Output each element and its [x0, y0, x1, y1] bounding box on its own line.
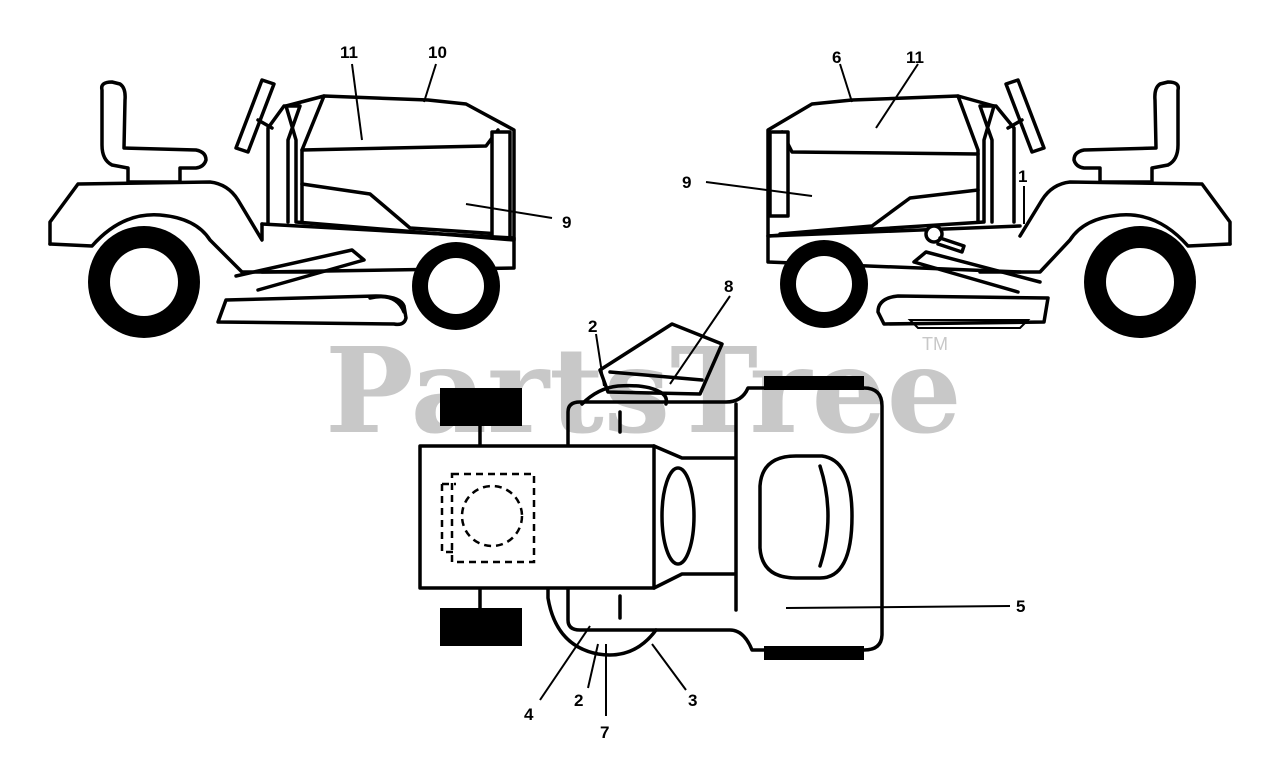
- left-side-view: [48, 78, 516, 338]
- top-seat-area: [418, 444, 656, 590]
- right-grille: [768, 130, 790, 218]
- callout-2-top: 2: [588, 317, 597, 336]
- left-steering-wheel: [234, 78, 276, 154]
- callout-1: 1: [1018, 167, 1027, 186]
- top-body-outline: [566, 386, 884, 652]
- top-view: [418, 322, 884, 660]
- left-hood: [284, 94, 516, 242]
- right-fender-lower: [978, 213, 1232, 274]
- callout-8: 8: [724, 277, 733, 296]
- callout-7: 7: [600, 723, 609, 742]
- callout-6: 6: [832, 48, 841, 67]
- callout-5: 5: [1016, 597, 1025, 616]
- top-front-tire-bottom: [764, 646, 864, 660]
- left-grille: [490, 130, 512, 240]
- callout-9-left: 9: [562, 213, 571, 232]
- right-rear-fender: [1018, 180, 1232, 246]
- right-seat: [1072, 80, 1181, 184]
- right-key-lever: [924, 224, 944, 244]
- right-frame: [766, 224, 1022, 274]
- right-mower-deck: [876, 294, 1050, 326]
- callout-3: 3: [688, 691, 697, 710]
- top-deck-outline: [546, 586, 658, 657]
- callout-4: 4: [524, 705, 534, 724]
- leader-lines: [351, 63, 1025, 716]
- left-seat: [99, 80, 208, 184]
- right-footrest: [912, 250, 1042, 294]
- left-rear-fender: [48, 180, 264, 246]
- callout-labels: 11 10 9 6 11 9 1 8 2 5 4 2 7 3: [340, 43, 1027, 742]
- callout-11-right: 11: [906, 48, 924, 67]
- top-rear-tire-bottom: [440, 608, 522, 646]
- callout-11-left: 11: [340, 43, 358, 62]
- top-rear-tire-top: [440, 388, 522, 426]
- right-steering-wheel: [1004, 78, 1046, 154]
- right-side-view: [766, 78, 1232, 338]
- left-frame: [260, 222, 516, 274]
- callout-10: 10: [428, 43, 447, 62]
- top-hood-panel: [758, 454, 854, 580]
- left-fender-lower: [48, 213, 320, 274]
- right-hood: [766, 94, 996, 238]
- callout-2-bottom: 2: [574, 691, 583, 710]
- top-steering-wheel: [660, 466, 696, 566]
- callout-9-right: 9: [682, 173, 691, 192]
- watermark-trademark: TM: [922, 334, 948, 354]
- left-footrest: [234, 248, 366, 292]
